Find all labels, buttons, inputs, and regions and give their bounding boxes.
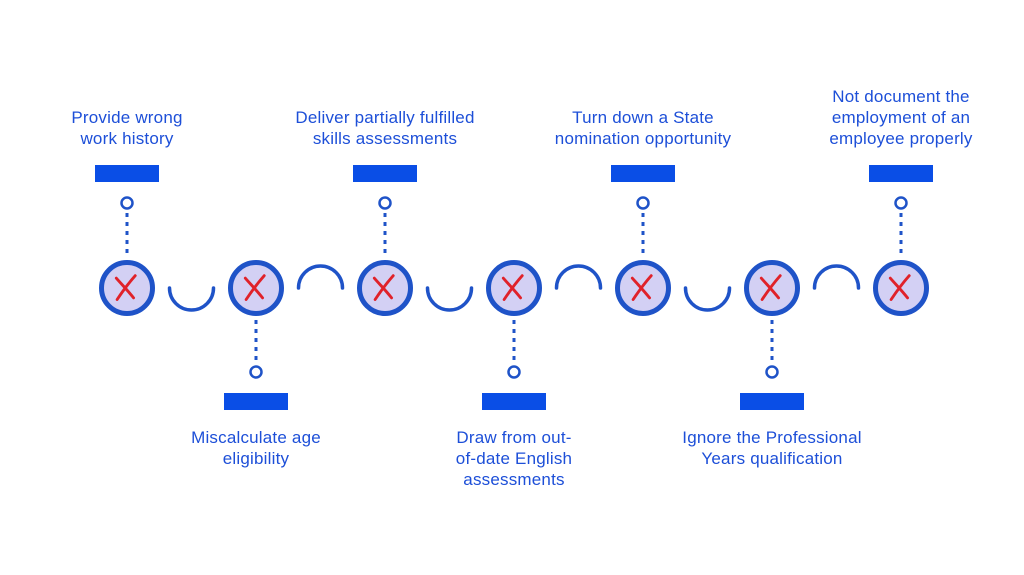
x-mark-icon bbox=[630, 274, 653, 301]
step-node-5 bbox=[615, 260, 671, 316]
connector-dot bbox=[636, 196, 650, 210]
step-label-6: Ignore the Professional Years qualificat… bbox=[682, 428, 862, 468]
connector-dot bbox=[249, 365, 263, 379]
x-mark-icon bbox=[759, 274, 782, 301]
x-mark-icon bbox=[243, 274, 266, 301]
step-marker-bar bbox=[740, 393, 804, 410]
step-marker-bar bbox=[353, 165, 417, 182]
step-label-7: Not document the employment of an employ… bbox=[829, 87, 973, 148]
step-marker-bar bbox=[95, 165, 159, 182]
step-marker-bar bbox=[224, 393, 288, 410]
step-label-4: Draw from out- of-date English assessmen… bbox=[455, 428, 573, 489]
connector-dot bbox=[120, 196, 134, 210]
connector-dot bbox=[765, 365, 779, 379]
step-node-3 bbox=[357, 260, 413, 316]
step-label-1: Provide wrong work history bbox=[71, 108, 183, 148]
step-label-3: Deliver partially fulfilled skills asses… bbox=[295, 108, 475, 148]
connector-arc-5 bbox=[683, 286, 732, 312]
step-node-7 bbox=[873, 260, 929, 316]
step-node-6 bbox=[744, 260, 800, 316]
connector-arc-4 bbox=[554, 264, 603, 290]
connector-dot bbox=[507, 365, 521, 379]
step-label-5: Turn down a State nomination opportunity bbox=[554, 108, 732, 148]
connector-arc-6 bbox=[812, 264, 861, 290]
step-marker-bar bbox=[482, 393, 546, 410]
step-marker-bar bbox=[611, 165, 675, 182]
x-mark-icon bbox=[114, 274, 137, 301]
connector-dot bbox=[894, 196, 908, 210]
x-mark-icon bbox=[501, 274, 524, 301]
step-node-2 bbox=[228, 260, 284, 316]
step-marker-bar bbox=[869, 165, 933, 182]
step-node-4 bbox=[486, 260, 542, 316]
connector-arc-2 bbox=[296, 264, 345, 290]
x-mark-icon bbox=[888, 274, 911, 301]
connector-arc-3 bbox=[425, 286, 474, 312]
connector-dot bbox=[378, 196, 392, 210]
x-mark-icon bbox=[372, 274, 395, 301]
step-label-2: Miscalculate age eligibility bbox=[191, 428, 321, 468]
connector-arc-1 bbox=[167, 286, 216, 312]
step-node-1 bbox=[99, 260, 155, 316]
